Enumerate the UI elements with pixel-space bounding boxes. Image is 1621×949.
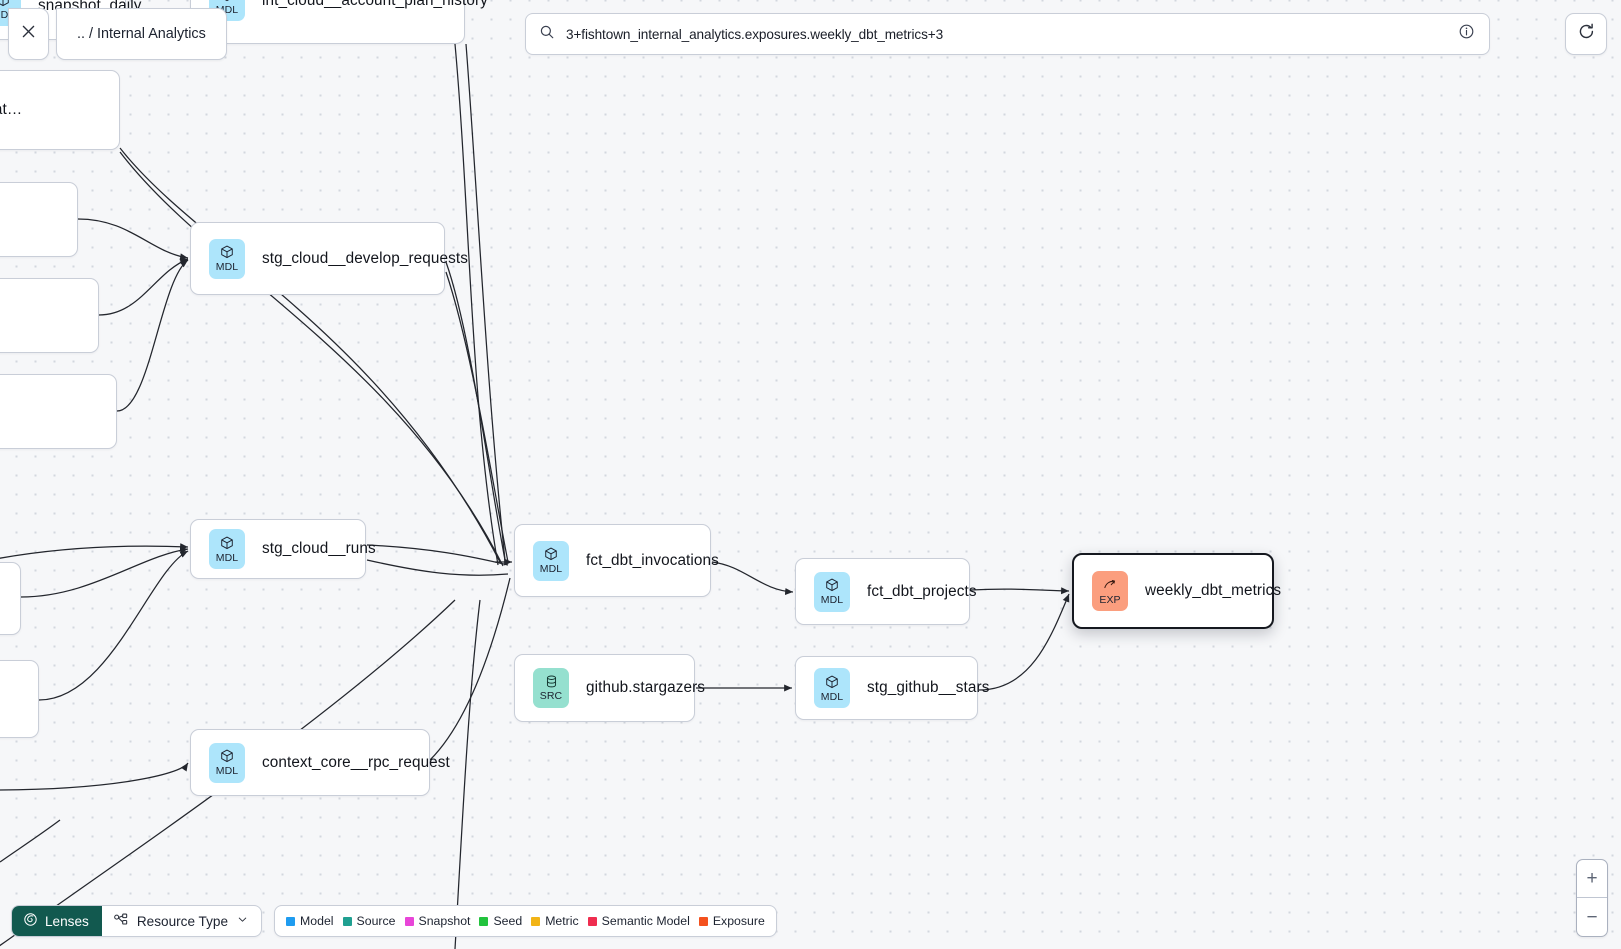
search-bar[interactable]	[525, 13, 1490, 55]
legend-swatch	[479, 916, 489, 926]
node-type-code: SRC	[539, 690, 563, 702]
legend-label: Exposure	[712, 914, 765, 928]
legend-item-semantic-model[interactable]: Semantic Model	[587, 914, 690, 928]
cube-icon	[0, 0, 11, 8]
cube-icon	[824, 577, 840, 593]
node-type-badge-mdl: MDL	[209, 742, 245, 783]
graph-node-stg_cloud_develop_requests[interactable]: MDL stg_cloud__develop_requests	[190, 222, 468, 295]
info-icon[interactable]	[1458, 23, 1475, 45]
legend-swatch	[404, 916, 414, 926]
zoom-out-button[interactable]: −	[1586, 906, 1598, 928]
node-label: stg_github__stars	[867, 679, 990, 696]
graph-node-weekly_dbt_metrics[interactable]: EXP weekly_dbt_metrics	[1072, 553, 1281, 629]
legend-item-model[interactable]: Model	[286, 914, 334, 928]
resource-type-label: Resource Type	[136, 913, 229, 929]
node-label: context_core__rpc_request	[262, 753, 450, 771]
refresh-button[interactable]	[1565, 13, 1607, 55]
legend-label: Model	[300, 914, 334, 928]
refresh-icon	[1577, 22, 1596, 46]
legend-label: Seed	[493, 914, 523, 928]
close-icon	[20, 23, 37, 45]
legend-swatch	[587, 916, 597, 926]
node-type-badge-mdl: MDL	[814, 571, 850, 612]
graph-node-fct_dbt_projects[interactable]: MDL fct_dbt_projects	[795, 558, 976, 625]
graph-node-context_core_rpc_request[interactable]: MDL context_core__rpc_request	[190, 729, 450, 796]
bottom-toolbar: Lenses Resource Type	[11, 905, 777, 937]
legend-swatch	[286, 916, 296, 926]
graph-node-multicell_migrat[interactable]: multicell_migrat…	[0, 70, 120, 150]
lenses-label: Lenses	[45, 913, 89, 929]
graph-node-fct_dbt_invocations[interactable]: MDL fct_dbt_invocations	[514, 524, 719, 597]
node-type-code: EXP	[1099, 593, 1121, 606]
breadcrumb-label: .. / Internal Analytics	[77, 26, 206, 42]
node-type-code: MDL	[820, 594, 844, 606]
zoom-controls: + −	[1576, 859, 1608, 937]
legend-item-source[interactable]: Source	[342, 914, 396, 928]
node-label: stg_cloud__develop_requests	[262, 249, 468, 267]
node-label: fct_dbt_projects	[867, 582, 977, 600]
chevron-down-icon	[236, 913, 249, 929]
graph-node-develop_request_b[interactable]: velop_request	[0, 278, 99, 353]
node-type-code: MDL	[215, 765, 239, 777]
cube-icon	[824, 674, 840, 690]
node-type-badge-mdl: MDL	[209, 529, 245, 569]
zoom-in-button[interactable]: +	[1577, 860, 1607, 898]
node-type-badge-src: SRC	[533, 668, 569, 708]
lenses-button[interactable]: Lenses	[12, 906, 102, 936]
node-type-code: MDL	[215, 551, 239, 564]
legend-label: Metric	[545, 914, 579, 928]
legend-swatch	[698, 916, 708, 926]
legend-label: Semantic Model	[601, 914, 690, 928]
legend-label: Snapshot	[418, 914, 471, 928]
cube-icon	[543, 546, 559, 562]
close-button[interactable]	[8, 8, 49, 60]
legend-item-seed[interactable]: Seed	[479, 914, 522, 928]
node-type-badge-exp: EXP	[1092, 571, 1128, 611]
search-icon	[539, 24, 555, 45]
graph-node-left_partial_run[interactable]: _run	[0, 660, 39, 738]
legend-swatch	[531, 916, 541, 926]
graph-node-left_partial_n[interactable]: n	[0, 562, 21, 635]
legend-item-exposure[interactable]: Exposure	[698, 914, 765, 928]
breadcrumb[interactable]: .. / Internal Analytics	[56, 8, 227, 60]
node-type-code: MDL	[820, 690, 844, 703]
node-label: int_cloud__account_plan_history	[262, 0, 488, 9]
graph-node-github_stargazers[interactable]: SRC github.stargazers	[514, 654, 705, 722]
legend-item-metric[interactable]: Metric	[531, 914, 579, 928]
hierarchy-icon	[113, 912, 129, 931]
node-type-badge-mdl: MDL	[814, 668, 850, 708]
node-label: stg_cloud__runs	[262, 540, 376, 557]
graph-node-develop_request_a[interactable]: p_request	[0, 182, 78, 257]
lenses-resource-group: Lenses Resource Type	[11, 905, 263, 937]
resource-type-dropdown[interactable]: Resource Type	[102, 906, 261, 936]
database-icon	[544, 674, 559, 689]
resource-type-legend: Model Source Snapshot Seed Metric Semantic Mo…	[274, 905, 777, 937]
node-label: github.stargazers	[586, 679, 706, 696]
node-type-badge-mdl: MDL	[209, 238, 245, 279]
search-input[interactable]	[566, 26, 1447, 42]
node-label: weekly_dbt_metrics	[1145, 582, 1282, 599]
graph-node-develop_request_c[interactable]: _develop_request	[0, 374, 117, 449]
graph-node-stg_github_stars[interactable]: MDL stg_github__stars	[795, 656, 989, 720]
graph-node-stg_cloud_runs[interactable]: MDL stg_cloud__runs	[190, 519, 376, 579]
cube-icon	[219, 244, 235, 260]
legend-swatch	[342, 916, 352, 926]
cube-icon	[219, 535, 235, 551]
analytics-icon	[1102, 577, 1118, 593]
lens-icon	[23, 912, 38, 930]
legend-label: Source	[356, 914, 396, 928]
node-label: fct_dbt_invocations	[586, 551, 719, 569]
cube-icon	[219, 0, 235, 3]
legend-item-snapshot[interactable]: Snapshot	[404, 914, 471, 928]
cube-icon	[219, 748, 235, 764]
node-label: multicell_migrat…	[0, 101, 23, 118]
node-type-code: MDL	[215, 261, 239, 273]
node-type-badge-mdl: MDL	[533, 540, 569, 581]
node-type-code: MDL	[539, 563, 563, 575]
